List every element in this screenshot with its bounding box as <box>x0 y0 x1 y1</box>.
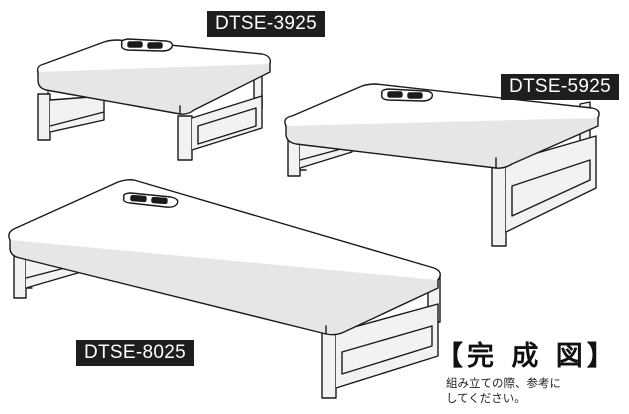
stand-dtse-5925 <box>284 83 600 247</box>
model-label-dtse-5925: DTSE-5925 <box>501 74 619 100</box>
completed-diagram-title: 【完 成 図】 <box>436 341 618 372</box>
assembly-reference-note: 組み立ての際、参考に してください。 <box>446 376 626 406</box>
model-label-dtse-3925: DTSE-3925 <box>207 11 325 37</box>
usb-hub-icon <box>380 88 434 102</box>
note-line-1: 組み立ての際、参考に <box>446 376 561 390</box>
stand-dtse-8025 <box>8 179 441 399</box>
model-label-dtse-8025: DTSE-8025 <box>76 340 194 366</box>
usb-hub-icon <box>122 192 179 208</box>
usb-hub-icon <box>120 38 174 52</box>
stand-dtse-3925 <box>36 38 272 161</box>
note-line-2: してください。 <box>446 391 526 405</box>
